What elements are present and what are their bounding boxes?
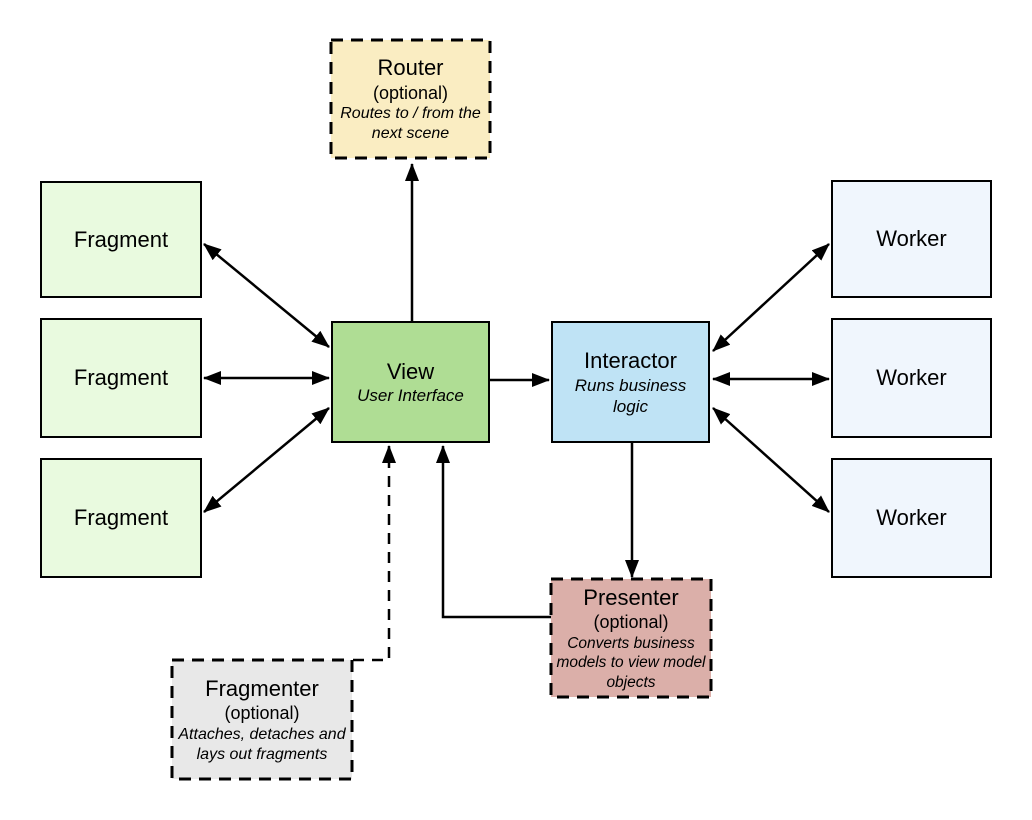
presenter-node: Presenter (optional) Converts business m… bbox=[551, 579, 711, 697]
worker-node-bottom: Worker bbox=[831, 458, 992, 578]
box-title: Fragmenter bbox=[205, 675, 319, 701]
fragment-node-middle: Fragment bbox=[40, 318, 202, 438]
fragmenter-node: Fragmenter (optional) Attaches, detaches… bbox=[172, 660, 352, 779]
interactor-node: Interactor Runs business logic bbox=[551, 321, 710, 443]
connector-fragmenter-view bbox=[353, 445, 396, 662]
connector-interactor-worker-top bbox=[712, 243, 830, 352]
box-description: Converts business models to view model o… bbox=[556, 634, 706, 691]
box-description: Routes to / from the next scene bbox=[340, 105, 481, 142]
fragment-node-top: Fragment bbox=[40, 181, 202, 298]
connector-presenter-view bbox=[436, 445, 551, 619]
router-node: Router (optional) Routes to / from the n… bbox=[331, 40, 490, 158]
connector-interactor-worker-bottom bbox=[712, 407, 830, 513]
box-title: Fragment bbox=[73, 505, 169, 531]
box-subtitle: (optional) bbox=[593, 612, 669, 633]
connector-view-fragment-top bbox=[203, 243, 330, 348]
box-title: Worker bbox=[876, 226, 947, 252]
box-description: Attaches, detaches and lays out fragment… bbox=[178, 725, 346, 763]
connector-view-fragment-bottom bbox=[203, 407, 330, 513]
box-title: Worker bbox=[876, 505, 947, 531]
fragment-node-bottom: Fragment bbox=[40, 458, 202, 578]
box-title: Worker bbox=[876, 365, 947, 391]
box-title: Fragment bbox=[73, 226, 169, 252]
box-title: View bbox=[386, 358, 435, 384]
box-subtitle: (optional) bbox=[372, 82, 449, 103]
worker-node-middle: Worker bbox=[831, 318, 992, 438]
view-node: View User Interface bbox=[331, 321, 490, 443]
box-description: Runs business logic bbox=[574, 375, 687, 416]
box-title: Fragment bbox=[73, 365, 169, 391]
box-description: User Interface bbox=[357, 386, 464, 406]
box-title: Interactor bbox=[584, 348, 677, 373]
worker-node-top: Worker bbox=[831, 180, 992, 298]
box-subtitle: (optional) bbox=[224, 703, 300, 723]
box-title: Router bbox=[377, 55, 444, 80]
box-title: Presenter bbox=[583, 584, 679, 610]
